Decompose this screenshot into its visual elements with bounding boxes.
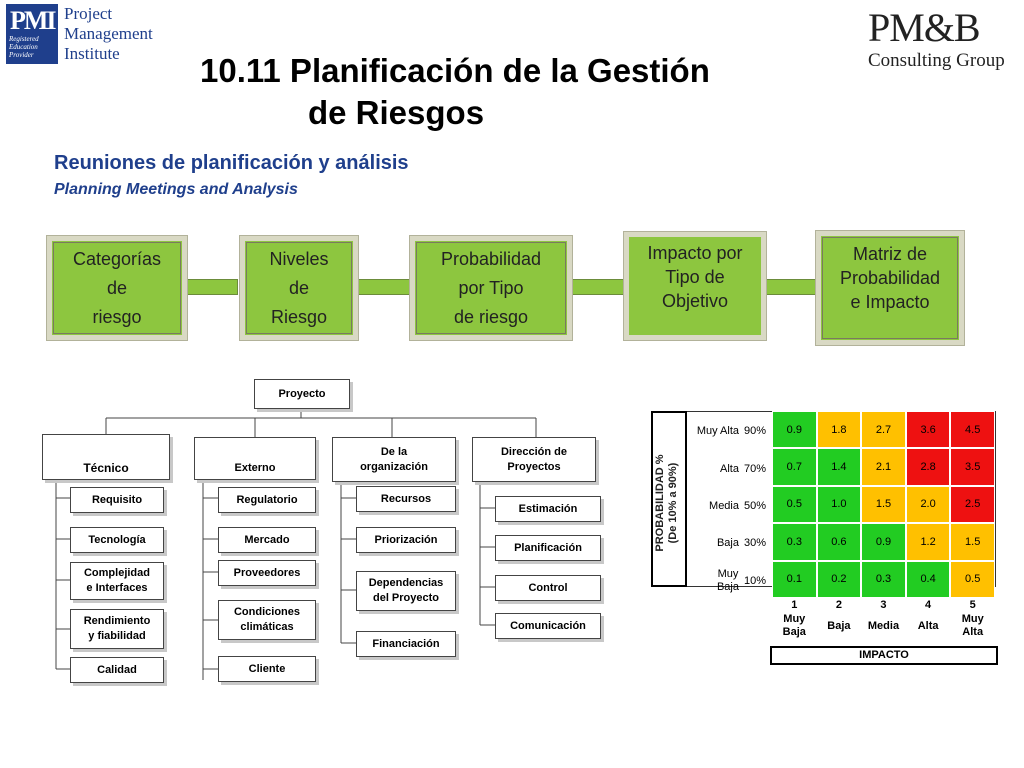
tree-category-technical: Técnico bbox=[42, 434, 170, 480]
tree-item: Planificación bbox=[495, 535, 601, 561]
matrix-cell: 4.5 bbox=[950, 411, 995, 449]
process-step-impact: Impacto por Tipo de Objetivo bbox=[624, 232, 766, 340]
matrix-cell: 0.9 bbox=[861, 523, 906, 561]
matrix-cell: 0.2 bbox=[816, 560, 862, 598]
subtitle-english: Planning Meetings and Analysis bbox=[54, 181, 298, 198]
process-step-label: Niveles de Riesgo bbox=[269, 248, 329, 327]
matrix-cell: 2.5 bbox=[950, 485, 995, 524]
matrix-column-label: Muy Alta bbox=[961, 613, 984, 638]
matrix-row-percent: 90% bbox=[743, 425, 767, 438]
matrix-row-label: Muy Baja bbox=[716, 568, 739, 594]
tree-item: Proveedores bbox=[218, 560, 316, 586]
matrix-cell: 0.7 bbox=[772, 448, 817, 486]
tree-item: Rendimiento y fiabilidad bbox=[70, 609, 164, 649]
process-step-probability: Probabilidad por Tipo de riesgo bbox=[410, 236, 572, 340]
process-step-label: Probabilidad por Tipo de riesgo bbox=[440, 248, 542, 327]
tree-item: Financiación bbox=[356, 631, 456, 657]
matrix-cell: 2.7 bbox=[861, 411, 906, 449]
matrix-cell: 0.5 bbox=[950, 560, 995, 598]
matrix-cell: 3.6 bbox=[905, 411, 951, 449]
pmi-logo-line: Management bbox=[64, 24, 153, 43]
matrix-column-number: 2 bbox=[835, 598, 842, 611]
tree-item: Recursos bbox=[356, 486, 456, 512]
tree-item: Complejidad e Interfaces bbox=[70, 562, 164, 600]
matrix-y-axis-title: PROBABILIDAD % (De 10% a 90%) bbox=[654, 454, 679, 552]
page-title-line2: de Riesgos bbox=[308, 94, 485, 131]
matrix-row-label: Muy Alta bbox=[696, 425, 739, 438]
matrix-cell: 1.4 bbox=[816, 448, 862, 486]
matrix-cell: 2.8 bbox=[905, 448, 951, 486]
tree-connectors bbox=[55, 407, 537, 680]
tree-item: Control bbox=[495, 575, 601, 601]
pmi-logo-mark: PMI bbox=[10, 6, 57, 35]
process-step-matrix: Matriz de Probabilidad e Impacto bbox=[816, 231, 964, 345]
tree-item: Cliente bbox=[218, 656, 316, 682]
tree-item: Priorización bbox=[356, 527, 456, 553]
process-step-risk-levels: Niveles de Riesgo bbox=[240, 236, 358, 340]
pmi-logo-line: Institute bbox=[64, 44, 120, 63]
matrix-cell: 0.6 bbox=[816, 523, 862, 561]
matrix-row-percent: 50% bbox=[743, 499, 767, 512]
tree-item: Mercado bbox=[218, 527, 316, 553]
matrix-row-label: Baja bbox=[716, 537, 739, 550]
matrix-x-axis-title: IMPACTO bbox=[770, 646, 998, 665]
pmi-logo: PMI Registered Education Provider bbox=[6, 4, 58, 64]
matrix-column-number: 1 bbox=[791, 598, 798, 611]
tree-item: Tecnología bbox=[70, 527, 164, 553]
matrix-column-label: Muy Baja bbox=[782, 613, 806, 638]
matrix-column-number: 3 bbox=[880, 598, 887, 611]
tree-category-external: Externo bbox=[194, 437, 316, 480]
tree-item: Requisito bbox=[70, 487, 164, 513]
matrix-column-number: 5 bbox=[969, 598, 976, 611]
tree-category-organization: De la organización bbox=[332, 437, 456, 482]
matrix-cell: 0.1 bbox=[772, 560, 817, 598]
matrix-row-label: Alta bbox=[720, 462, 739, 475]
process-step-risk-categories: Categorías de riesgo bbox=[47, 236, 187, 340]
tree-root-project: Proyecto bbox=[254, 379, 350, 409]
matrix-cell: 1.5 bbox=[861, 485, 906, 524]
matrix-cell: 3.5 bbox=[950, 448, 995, 486]
tree-item: Condiciones climáticas bbox=[218, 600, 316, 640]
matrix-cell: 0.3 bbox=[772, 523, 817, 561]
pmb-logo-subtitle: Consulting Group bbox=[868, 50, 1005, 71]
matrix-row-percent: 70% bbox=[743, 462, 767, 475]
matrix-column-number: 4 bbox=[925, 598, 932, 611]
pmb-logo-title: PM&B bbox=[868, 5, 981, 50]
pmi-logo-line: Project bbox=[64, 4, 113, 23]
matrix-cell: 1.0 bbox=[816, 485, 862, 524]
matrix-column-label: Baja bbox=[827, 619, 851, 632]
matrix-row-percent: 10% bbox=[743, 574, 767, 587]
tree-item: Dependencias del Proyecto bbox=[356, 571, 456, 611]
matrix-cell: 1.5 bbox=[950, 523, 995, 561]
matrix-cell: 2.1 bbox=[861, 448, 906, 486]
matrix-cell: 0.4 bbox=[905, 560, 951, 598]
tree-item: Comunicación bbox=[495, 613, 601, 639]
tree-item: Estimación bbox=[495, 496, 601, 522]
matrix-cell: 2.0 bbox=[905, 485, 951, 524]
process-step-label: Impacto por Tipo de Objetivo bbox=[647, 243, 743, 311]
matrix-y-axis-box bbox=[651, 411, 687, 587]
matrix-cell: 0.9 bbox=[772, 411, 817, 449]
matrix-column-label: Alta bbox=[917, 619, 939, 632]
pmi-logo-badge: Registered Education Provider bbox=[9, 35, 39, 59]
subtitle-spanish: Reuniones de planificación y análisis bbox=[54, 152, 409, 174]
process-connector bbox=[762, 279, 816, 295]
tree-item: Regulatorio bbox=[218, 487, 316, 513]
matrix-cell: 0.5 bbox=[772, 485, 817, 524]
matrix-row-label: Media bbox=[709, 499, 739, 512]
matrix-row-percent: 30% bbox=[743, 537, 767, 550]
matrix-grid-frame bbox=[687, 411, 996, 587]
tree-item: Calidad bbox=[70, 657, 164, 683]
pmi-logo-text: Project Management Institute bbox=[64, 4, 153, 64]
matrix-column-label: Media bbox=[867, 619, 900, 632]
matrix-cell: 1.8 bbox=[816, 411, 862, 449]
tree-category-project-management: Dirección de Proyectos bbox=[472, 437, 596, 482]
process-step-label: Matriz de Probabilidad e Impacto bbox=[839, 244, 941, 312]
matrix-cell: 1.2 bbox=[905, 523, 951, 561]
matrix-cell: 0.3 bbox=[861, 560, 906, 598]
process-step-label: Categorías de riesgo bbox=[72, 248, 162, 327]
page-title-line1: 10.11 Planificación de la Gestión bbox=[200, 52, 710, 89]
